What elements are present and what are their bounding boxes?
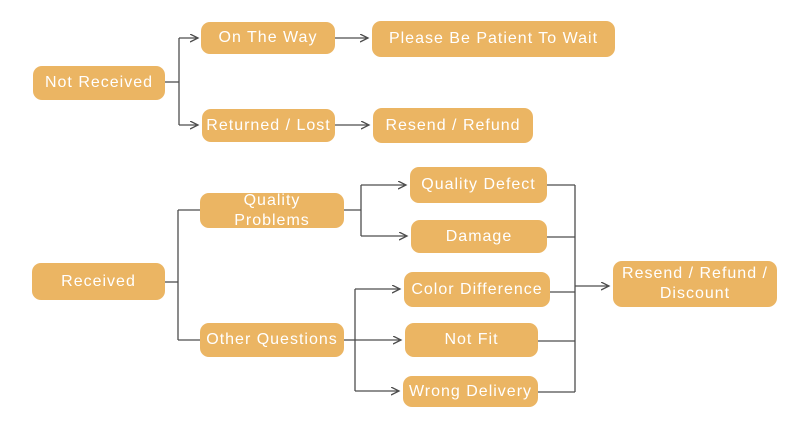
- node-damage: Damage: [411, 220, 547, 253]
- node-resend-refund-discount: Resend / Refund / Discount: [613, 261, 777, 307]
- node-wrong-delivery: Wrong Delivery: [403, 376, 538, 407]
- node-quality-problems: Quality Problems: [200, 192, 344, 229]
- node-on-the-way: On The Way: [201, 22, 335, 54]
- node-not-fit: Not Fit: [405, 323, 538, 357]
- node-returned-lost: Returned / Lost: [202, 109, 335, 142]
- node-quality-defect: Quality Defect: [410, 167, 547, 203]
- node-received: Received: [32, 263, 165, 300]
- node-other-questions: Other Questions: [200, 323, 344, 357]
- node-resend-refund: Resend / Refund: [373, 108, 533, 143]
- node-please-be-patient-to-wait: Please Be Patient To Wait: [372, 21, 615, 57]
- node-color-difference: Color Difference: [404, 272, 550, 307]
- node-not-received: Not Received: [33, 66, 165, 100]
